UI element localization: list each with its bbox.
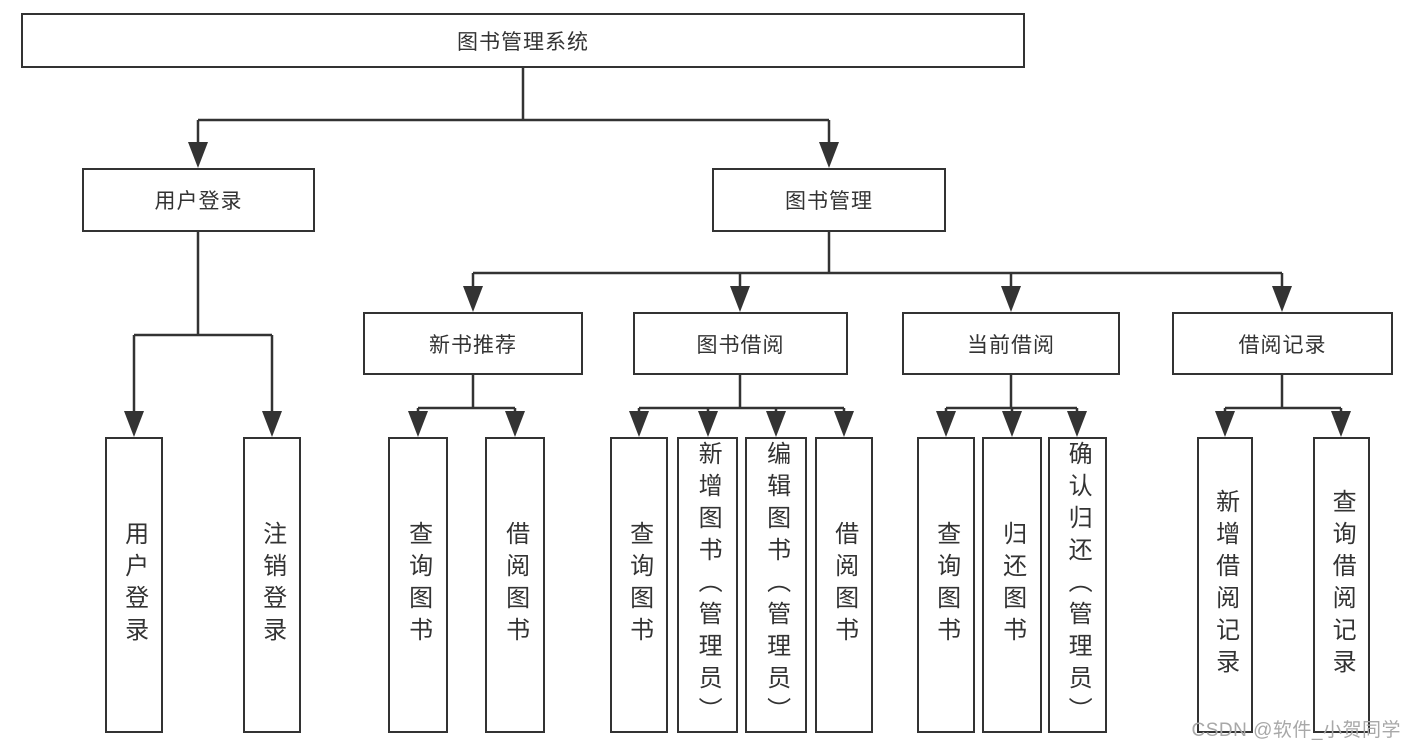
leaf-label: 确认归还（管理员） xyxy=(1064,441,1092,729)
leaf-label: 归还图书 xyxy=(998,521,1026,649)
leaf-user-login: 用户登录 xyxy=(105,437,163,733)
node-user-login: 用户登录 xyxy=(82,168,315,232)
node-book-borrow: 图书借阅 xyxy=(633,312,848,375)
node-root-system: 图书管理系统 xyxy=(21,13,1025,68)
leaf-add-borrow-record: 新增借阅记录 xyxy=(1197,437,1253,733)
leaf-label: 查询图书 xyxy=(932,521,960,649)
node-new-book-recommend: 新书推荐 xyxy=(363,312,583,375)
node-label: 图书管理 xyxy=(785,190,873,213)
leaf-label: 编辑图书（管理员） xyxy=(762,441,790,729)
leaf-confirm-return-admin: 确认归还（管理员） xyxy=(1048,437,1107,733)
leaf-return-book: 归还图书 xyxy=(982,437,1042,733)
leaf-label: 借阅图书 xyxy=(501,521,529,649)
node-label: 新书推荐 xyxy=(429,333,517,357)
leaf-label: 新增图书（管理员） xyxy=(694,441,722,729)
leaf-query-book-borrow: 查询图书 xyxy=(610,437,668,733)
leaf-label: 用户登录 xyxy=(120,521,148,649)
node-label: 当前借阅 xyxy=(967,333,1055,357)
node-label: 图书借阅 xyxy=(696,333,785,357)
leaf-label: 新增借阅记录 xyxy=(1211,489,1239,681)
node-current-borrow: 当前借阅 xyxy=(902,312,1120,375)
node-borrow-record: 借阅记录 xyxy=(1172,312,1393,375)
leaf-borrow-book-recommend: 借阅图书 xyxy=(485,437,545,733)
leaf-add-book-admin: 新增图书（管理员） xyxy=(677,437,738,733)
leaf-label: 查询借阅记录 xyxy=(1328,489,1356,681)
leaf-borrow-book: 借阅图书 xyxy=(815,437,873,733)
csdn-watermark: CSDN @软件_小贺同学 xyxy=(1191,720,1401,741)
leaf-label: 注销登录 xyxy=(258,521,286,649)
leaf-label: 查询图书 xyxy=(625,521,653,649)
node-label: 图书管理系统 xyxy=(457,30,589,54)
node-book-management: 图书管理 xyxy=(712,168,946,232)
leaf-label: 借阅图书 xyxy=(830,521,858,649)
node-label: 借阅记录 xyxy=(1238,333,1327,357)
leaf-label: 查询图书 xyxy=(404,521,432,649)
leaf-query-book-current: 查询图书 xyxy=(917,437,975,733)
node-label: 用户登录 xyxy=(154,190,243,213)
leaf-logout-login: 注销登录 xyxy=(243,437,301,733)
leaf-query-borrow-record: 查询借阅记录 xyxy=(1313,437,1370,733)
leaf-query-book-recommend: 查询图书 xyxy=(388,437,448,733)
arrowheads xyxy=(124,142,1351,437)
leaf-edit-book-admin: 编辑图书（管理员） xyxy=(745,437,807,733)
